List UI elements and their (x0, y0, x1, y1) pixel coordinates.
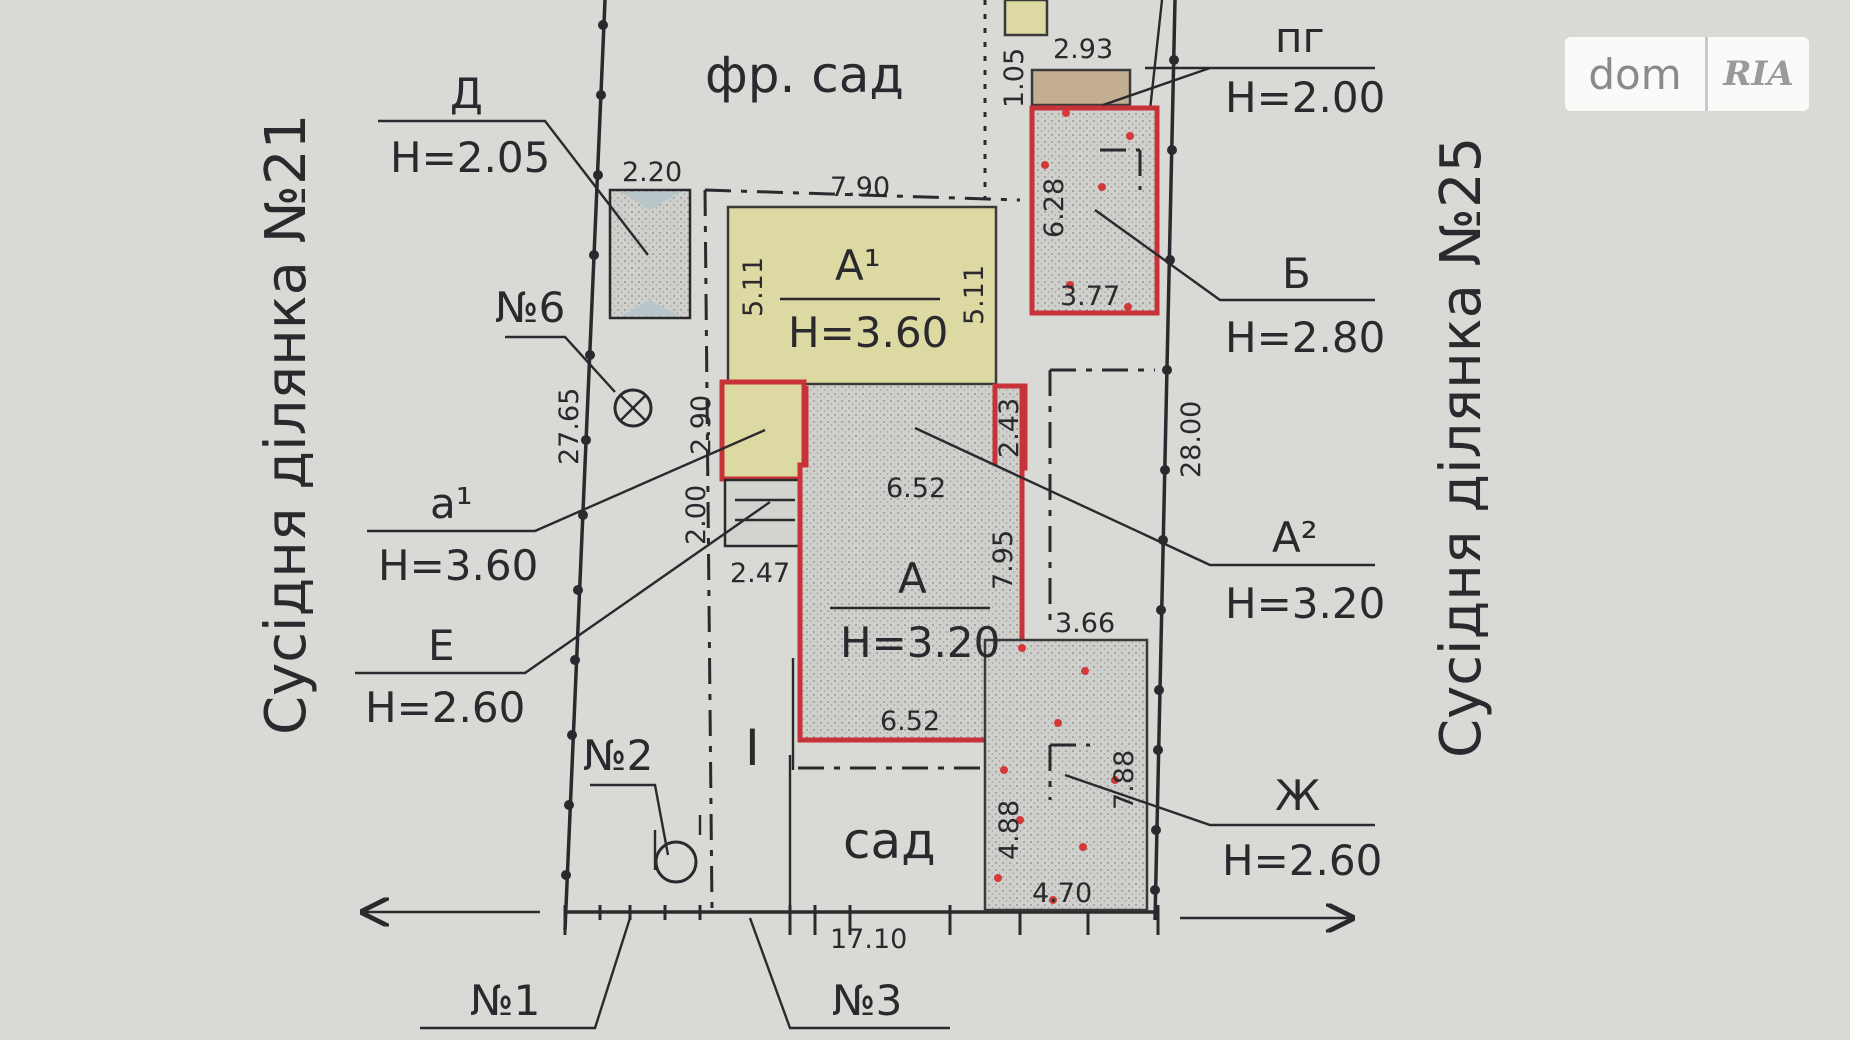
plot-boundary (365, 0, 1350, 935)
plot-left-length: 27.65 (554, 388, 585, 465)
plot-right-length: 28.00 (1176, 401, 1207, 478)
building-b (1029, 105, 1160, 316)
building-a-side: 7.95 (988, 530, 1019, 590)
front-garden-label: фр. сад (705, 46, 904, 104)
building-a1-small-name: a¹ (430, 479, 473, 528)
building-pg (1030, 68, 1132, 107)
building-zh-width-bottom: 4.70 (1032, 878, 1092, 909)
building-zh-right-side: 7.88 (1109, 750, 1140, 810)
building-b-name: Б (1282, 249, 1311, 298)
building-zh-height: H=2.60 (1222, 836, 1382, 885)
marker-n6: №6 (495, 283, 565, 332)
building-d-name: Д (450, 69, 483, 118)
marker-n3: №3 (832, 976, 902, 1025)
marker-n2-structure (653, 815, 702, 884)
building-b-depth: 6.28 (1039, 178, 1070, 238)
building-a-top-width: 6.52 (886, 473, 946, 504)
watermark-ria: RIA (1723, 54, 1794, 94)
well-marker (613, 388, 653, 428)
building-e-height: H=2.60 (365, 683, 525, 732)
building-pg-width: 2.93 (1053, 34, 1113, 65)
neighbor-left-label: Сусідня ділянка №21 (254, 114, 319, 735)
building-d-height: H=2.05 (390, 133, 550, 182)
building-a-height: H=3.20 (840, 618, 1000, 667)
building-d (608, 188, 692, 320)
building-a1-width: 7.90 (830, 172, 890, 203)
building-a2-side: 2.43 (994, 398, 1025, 458)
building-a2-name: A² (1272, 513, 1318, 562)
building-pg-name: пг (1275, 13, 1325, 62)
building-pg-depth: 1.05 (999, 48, 1030, 108)
courtyard-label: I (745, 719, 760, 777)
building-a1-left-side: 5.11 (738, 257, 769, 317)
building-a2 (806, 383, 1028, 471)
building-e-name: E (428, 621, 455, 670)
building-b-width: 3.77 (1060, 281, 1120, 312)
building-b-height: H=2.80 (1225, 313, 1385, 362)
watermark-dom: dom (1565, 37, 1708, 111)
building-a-name: A (898, 554, 927, 603)
building-e-width: 2.47 (730, 558, 790, 589)
building-a1-small-side: 2.90 (686, 395, 717, 455)
garden-label: сад (843, 812, 936, 870)
building-a1 (726, 205, 998, 386)
leader-lines (355, 66, 1375, 1030)
building-a2-height: H=3.20 (1225, 579, 1385, 628)
building-pg-height: H=2.00 (1225, 73, 1385, 122)
plot-front-width: 17.10 (830, 924, 907, 955)
building-a1-height: H=3.60 (788, 308, 948, 357)
neighbor-right-label: Сусідня ділянка №25 (1429, 137, 1494, 758)
top-fragment (1003, 0, 1049, 37)
watermark-badge: dom RIA (1565, 37, 1809, 111)
building-e (723, 478, 807, 548)
building-a1-name: A¹ (835, 241, 881, 290)
building-a-bottom-width: 6.52 (880, 706, 940, 737)
marker-n2: №2 (583, 731, 653, 780)
building-a1-small-height: H=3.60 (378, 541, 538, 590)
building-a1-right-side: 5.11 (959, 265, 990, 325)
building-zh-width-top: 3.66 (1055, 608, 1115, 639)
building-zh-name: Ж (1275, 771, 1320, 820)
building-e-side: 2.00 (681, 485, 712, 545)
marker-n1: №1 (470, 976, 540, 1025)
building-zh-left-side: 4.88 (994, 800, 1025, 860)
building-d-width: 2.20 (622, 157, 682, 188)
